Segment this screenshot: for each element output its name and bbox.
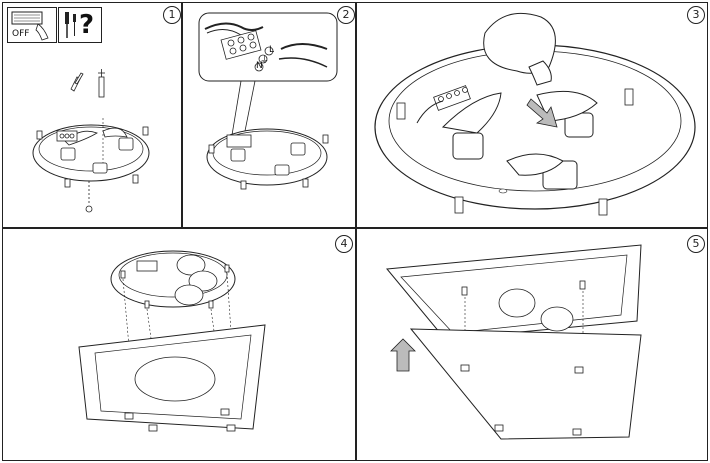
light-bulb xyxy=(174,254,218,306)
mounting-post xyxy=(208,134,329,190)
step-1-panel: 1 OFF ? xyxy=(2,2,182,228)
lamp-socket xyxy=(230,142,306,176)
switch-icon xyxy=(11,11,49,41)
clip-fastener xyxy=(124,408,236,432)
insert-arrow-icon xyxy=(526,98,558,128)
terminal-block-small xyxy=(226,134,252,148)
neutral-label: N xyxy=(256,61,263,71)
step-4-panel: 4 xyxy=(2,228,356,461)
mounting-post xyxy=(120,264,230,309)
light-bulb xyxy=(498,288,574,332)
step-3-number: 3 xyxy=(687,6,705,24)
terminal-block xyxy=(136,260,158,272)
dowel-icon xyxy=(70,72,84,92)
step-2-panel: 2 xyxy=(182,2,356,228)
push-up-arrow-icon xyxy=(390,338,416,372)
mounting-post xyxy=(461,280,586,296)
tools-required-icon: ? xyxy=(58,7,102,43)
mounting-post xyxy=(36,126,149,188)
screwdriver-icon xyxy=(65,12,76,38)
step-2-number: 2 xyxy=(337,6,355,24)
step-3-panel: 3 xyxy=(356,2,708,228)
question-mark: ? xyxy=(79,10,95,40)
mounting-post xyxy=(396,88,634,216)
terminal-block xyxy=(220,30,262,60)
lamp-socket xyxy=(60,127,134,174)
clip-fastener xyxy=(460,364,584,436)
terminal-block xyxy=(56,130,78,142)
step-5-number: 5 xyxy=(687,235,705,253)
power-off-warning-icon: OFF xyxy=(7,7,57,43)
off-label: OFF xyxy=(12,29,30,39)
screw-icon xyxy=(98,69,105,98)
light-bulb xyxy=(483,12,556,86)
step-5-panel: 5 xyxy=(356,228,708,461)
lamp-socket xyxy=(441,90,598,190)
step-4-number: 4 xyxy=(335,235,353,253)
step-1-number: 1 xyxy=(163,6,181,24)
earth-label: ⏚ xyxy=(260,56,270,66)
step-3-drawing xyxy=(374,12,696,216)
step-4-drawing xyxy=(78,250,266,432)
step-5-drawing xyxy=(386,244,642,440)
step-1-drawing xyxy=(32,69,150,213)
terminal-block xyxy=(433,85,471,111)
live-label: L xyxy=(269,45,275,55)
glass-shade-lower xyxy=(409,328,642,440)
step-2-drawing xyxy=(198,12,338,190)
